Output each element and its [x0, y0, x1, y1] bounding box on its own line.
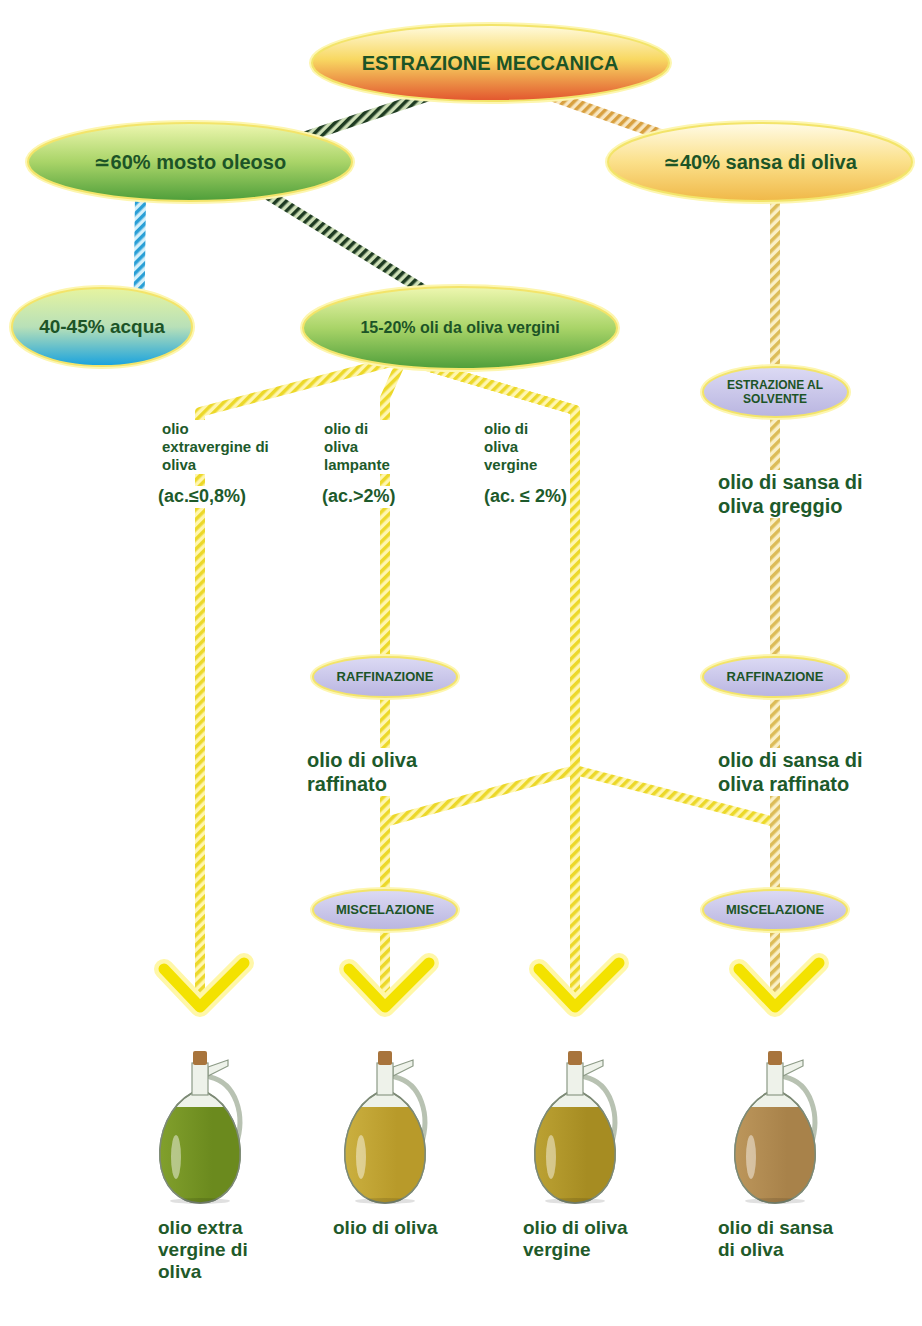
bottle-cork — [568, 1051, 582, 1065]
bottle-node: olio di sansa di oliva — [718, 1000, 848, 1261]
node-text-wrap: ESTRAZIONE AL SOLVENTE — [700, 364, 851, 420]
text-label: olio di oliva raffinato — [305, 748, 459, 796]
node-label: MISCELAZIONE — [336, 902, 434, 918]
text-label: olio extravergine di oliva — [160, 420, 274, 474]
node-label: 15-20% oli da oliva vergini — [360, 318, 559, 337]
node-label: ≃40% sansa di oliva — [663, 150, 857, 174]
node-text-wrap: ≃60% mosto oleoso — [25, 120, 355, 204]
bottle-highlight — [546, 1135, 556, 1179]
check-mark-glow — [164, 963, 244, 1007]
hatched-connector — [306, 96, 429, 137]
oil-bottle — [325, 955, 445, 1205]
hatched-connector — [402, 359, 775, 894]
check-mark — [539, 963, 619, 1007]
bottle-node: olio di oliva — [333, 1000, 483, 1239]
node-text-wrap: ESTRAZIONE MECCANICA — [309, 22, 672, 104]
text-label: olio di sansa di oliva greggio — [716, 470, 880, 518]
bottle-caption: olio di oliva — [333, 1217, 483, 1239]
check-mark — [164, 963, 244, 1007]
hatched-connector — [139, 196, 140, 296]
ellipse-node: 40-45% acqua — [9, 285, 195, 369]
ellipse-node: ESTRAZIONE MECCANICA — [309, 22, 672, 104]
ellipse-node: RAFFINAZIONE — [700, 654, 850, 700]
bottle-cork — [378, 1051, 392, 1065]
bottle-cork — [768, 1051, 782, 1065]
node-label: ESTRAZIONE MECCANICA — [362, 51, 619, 75]
node-text-wrap: ≃40% sansa di oliva — [605, 120, 915, 204]
ellipse-node: ≃60% mosto oleoso — [25, 120, 355, 204]
oil-bottle — [515, 955, 635, 1205]
bottle-node: olio extra vergine di oliva — [158, 1000, 268, 1283]
bottle-caption: olio di sansa di oliva — [718, 1217, 848, 1261]
ellipse-node: ≃40% sansa di oliva — [605, 120, 915, 204]
bottle-highlight — [356, 1135, 366, 1179]
bottle-neck — [567, 1063, 583, 1095]
node-label: ≃60% mosto oleoso — [94, 150, 286, 174]
hatched-connector — [385, 359, 575, 894]
bottle-spout — [783, 1060, 803, 1076]
node-text-wrap: MISCELAZIONE — [700, 887, 850, 933]
node-text-wrap: MISCELAZIONE — [310, 887, 460, 933]
text-label: olio di oliva vergine — [482, 420, 566, 474]
hatched-connector — [552, 96, 667, 137]
text-label: (ac.>2%) — [320, 486, 398, 508]
ellipse-node: ESTRAZIONE AL SOLVENTE — [700, 364, 851, 420]
bottle-caption: olio extra vergine di oliva — [158, 1217, 268, 1283]
node-text-wrap: RAFFINAZIONE — [700, 654, 850, 700]
bottle-highlight — [746, 1135, 756, 1179]
node-text-wrap: 15-20% oli da oliva vergini — [300, 284, 620, 372]
bottle-oil — [140, 1107, 260, 1207]
node-label: 40-45% acqua — [39, 316, 165, 339]
text-label: (ac. ≤ 2%) — [482, 486, 569, 508]
bottle-oil — [515, 1107, 635, 1207]
bottle-spout — [583, 1060, 603, 1076]
check-mark-glow — [349, 963, 429, 1007]
ellipse-node: MISCELAZIONE — [310, 887, 460, 933]
bottle-neck — [767, 1063, 783, 1095]
bottle-oil — [715, 1107, 835, 1207]
bottle-node: olio di oliva vergine — [523, 1000, 653, 1261]
node-text-wrap: RAFFINAZIONE — [310, 654, 460, 700]
ellipse-node: RAFFINAZIONE — [310, 654, 460, 700]
bottle-oil — [325, 1107, 445, 1207]
node-label: RAFFINAZIONE — [337, 669, 434, 685]
bottle-spout — [393, 1060, 413, 1076]
check-mark-glow — [739, 963, 819, 1007]
bottle-highlight — [171, 1135, 181, 1179]
hatched-connector — [770, 196, 780, 370]
text-label: (ac.≤0,8%) — [156, 486, 248, 508]
check-mark-glow — [539, 963, 619, 1007]
hatched-connector — [263, 191, 428, 292]
ellipse-node: 15-20% oli da oliva vergini — [300, 284, 620, 372]
oil-bottle — [140, 955, 260, 1205]
bottle-cork — [193, 1051, 207, 1065]
ellipse-node: MISCELAZIONE — [700, 887, 850, 933]
node-label: ESTRAZIONE AL SOLVENTE — [725, 378, 825, 407]
node-label: MISCELAZIONE — [726, 902, 824, 918]
bottle-neck — [377, 1063, 393, 1095]
node-label: RAFFINAZIONE — [727, 669, 824, 685]
hatched-connector — [385, 359, 402, 661]
bottle-caption: olio di oliva vergine — [523, 1217, 653, 1261]
bottle-neck — [192, 1063, 208, 1095]
bottle-spout — [208, 1060, 228, 1076]
oil-bottle — [715, 955, 835, 1205]
node-text-wrap: 40-45% acqua — [9, 285, 195, 369]
text-label: olio di sansa di oliva raffinato — [716, 748, 880, 796]
check-mark — [349, 963, 429, 1007]
hatched-connector — [770, 414, 780, 661]
check-mark — [739, 963, 819, 1007]
text-label: olio di oliva lampante — [322, 420, 401, 474]
